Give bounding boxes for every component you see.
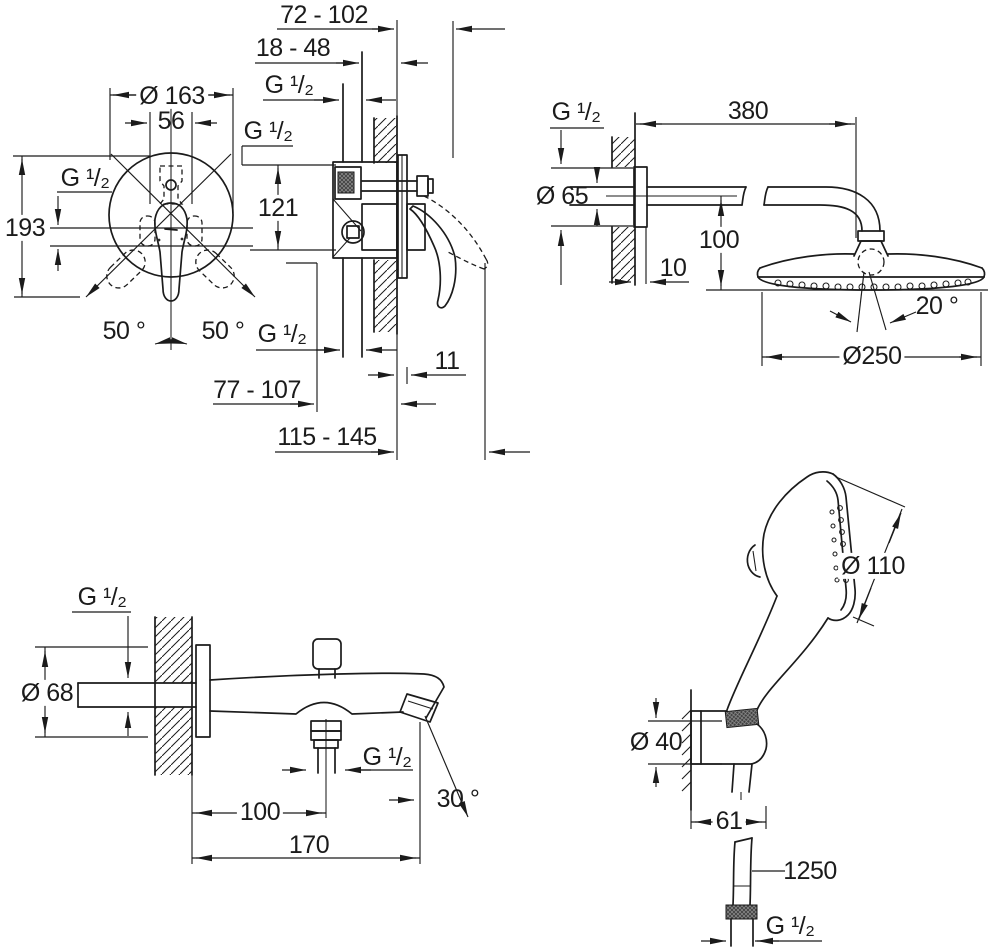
dim-wall-depth: 18 - 48 — [255, 33, 331, 62]
dim-flange-depth: 10 — [659, 253, 687, 282]
dim-overall-height: 193 — [1, 215, 49, 241]
dim-handle-projection: 115 - 145 — [277, 422, 377, 451]
dim-spout-thread-in: G ¹/₂ — [77, 582, 127, 611]
dim-thread-side: G ¹/₂ — [60, 163, 110, 192]
dim-arm-thread: G ¹/₂ — [551, 97, 601, 126]
dim-hose-thread: G ¹/₂ — [765, 911, 815, 940]
dim-body-depth: 77 - 107 — [213, 375, 301, 404]
dim-arm-length: 380 — [727, 96, 769, 125]
dim-hand-head-diameter: Ø 110 — [838, 553, 908, 579]
dim-head-drop: 100 — [695, 227, 743, 253]
dim-install-depth: 72 - 102 — [280, 0, 368, 29]
dim-port-distance: 121 — [254, 195, 302, 221]
dim-hose-length: 1250 — [783, 856, 837, 885]
dim-swivel-angle: 20 ° — [915, 291, 959, 320]
dim-arm-flange: Ø 65 — [535, 181, 589, 210]
head-shower-view — [550, 112, 988, 366]
dim-outlet-angle: 30 ° — [436, 784, 480, 813]
hand-shower-view — [648, 471, 906, 947]
mixer-front-view — [13, 88, 256, 350]
dim-spout-thread-out: G ¹/₂ — [362, 742, 412, 771]
dim-plate-thickness: 11 — [434, 346, 460, 375]
dim-holder-depth: 61 — [712, 808, 746, 834]
dim-swivel-right: 50 ° — [201, 316, 245, 345]
dim-thread-bottom: G ¹/₂ — [257, 319, 307, 348]
bath-spout-view — [35, 611, 469, 864]
dim-thread-shower: G ¹/₂ — [243, 116, 293, 145]
dim-handle-width: 56 — [157, 106, 185, 135]
dim-spout-flange: Ø 68 — [17, 680, 77, 706]
dim-escutcheon-diameter: Ø 163 — [136, 83, 208, 109]
dim-head-diameter: Ø250 — [839, 343, 905, 369]
dim-spout-length: 170 — [288, 830, 330, 859]
dim-swivel-left: 50 ° — [102, 316, 146, 345]
dim-holder-diameter: Ø 40 — [629, 727, 683, 756]
wall-hatch-ticks — [681, 709, 692, 792]
dim-outlet-offset: 100 — [236, 799, 284, 825]
dim-thread-top: G ¹/₂ — [264, 70, 314, 99]
mixer-side-view — [213, 20, 530, 460]
